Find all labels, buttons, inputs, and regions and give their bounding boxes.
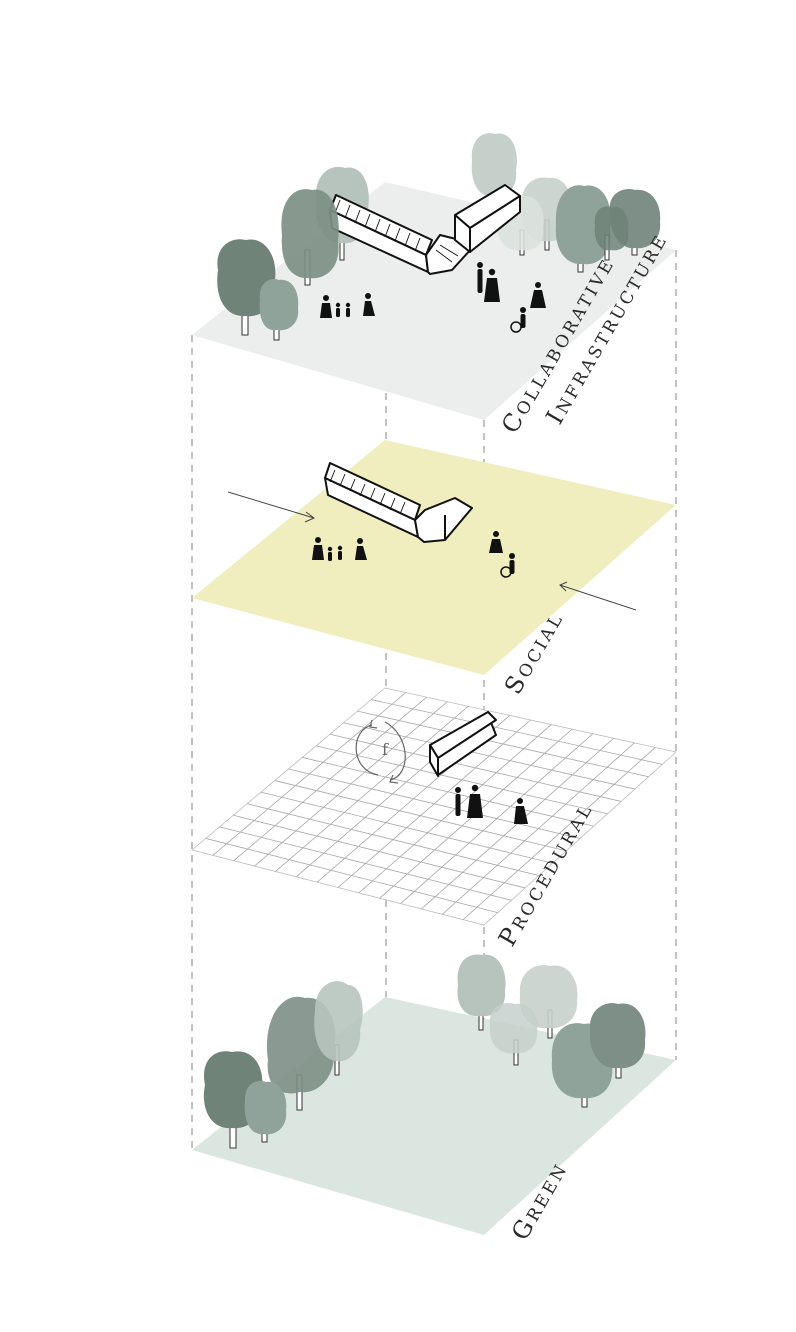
procedural-plane [192,688,676,925]
person-icon [455,787,461,816]
green-layer: Green [192,954,676,1245]
person-icon [477,262,483,293]
social-plane [192,440,676,675]
child-icon [346,303,350,317]
child-icon [338,546,342,560]
procedural-layer: f Procedural [192,688,676,951]
child-icon [328,547,332,561]
social-layer: Social [192,440,676,699]
child-icon [336,303,340,317]
collaborative-infrastructure-layer: Collaborative Infrastructure [192,133,676,455]
